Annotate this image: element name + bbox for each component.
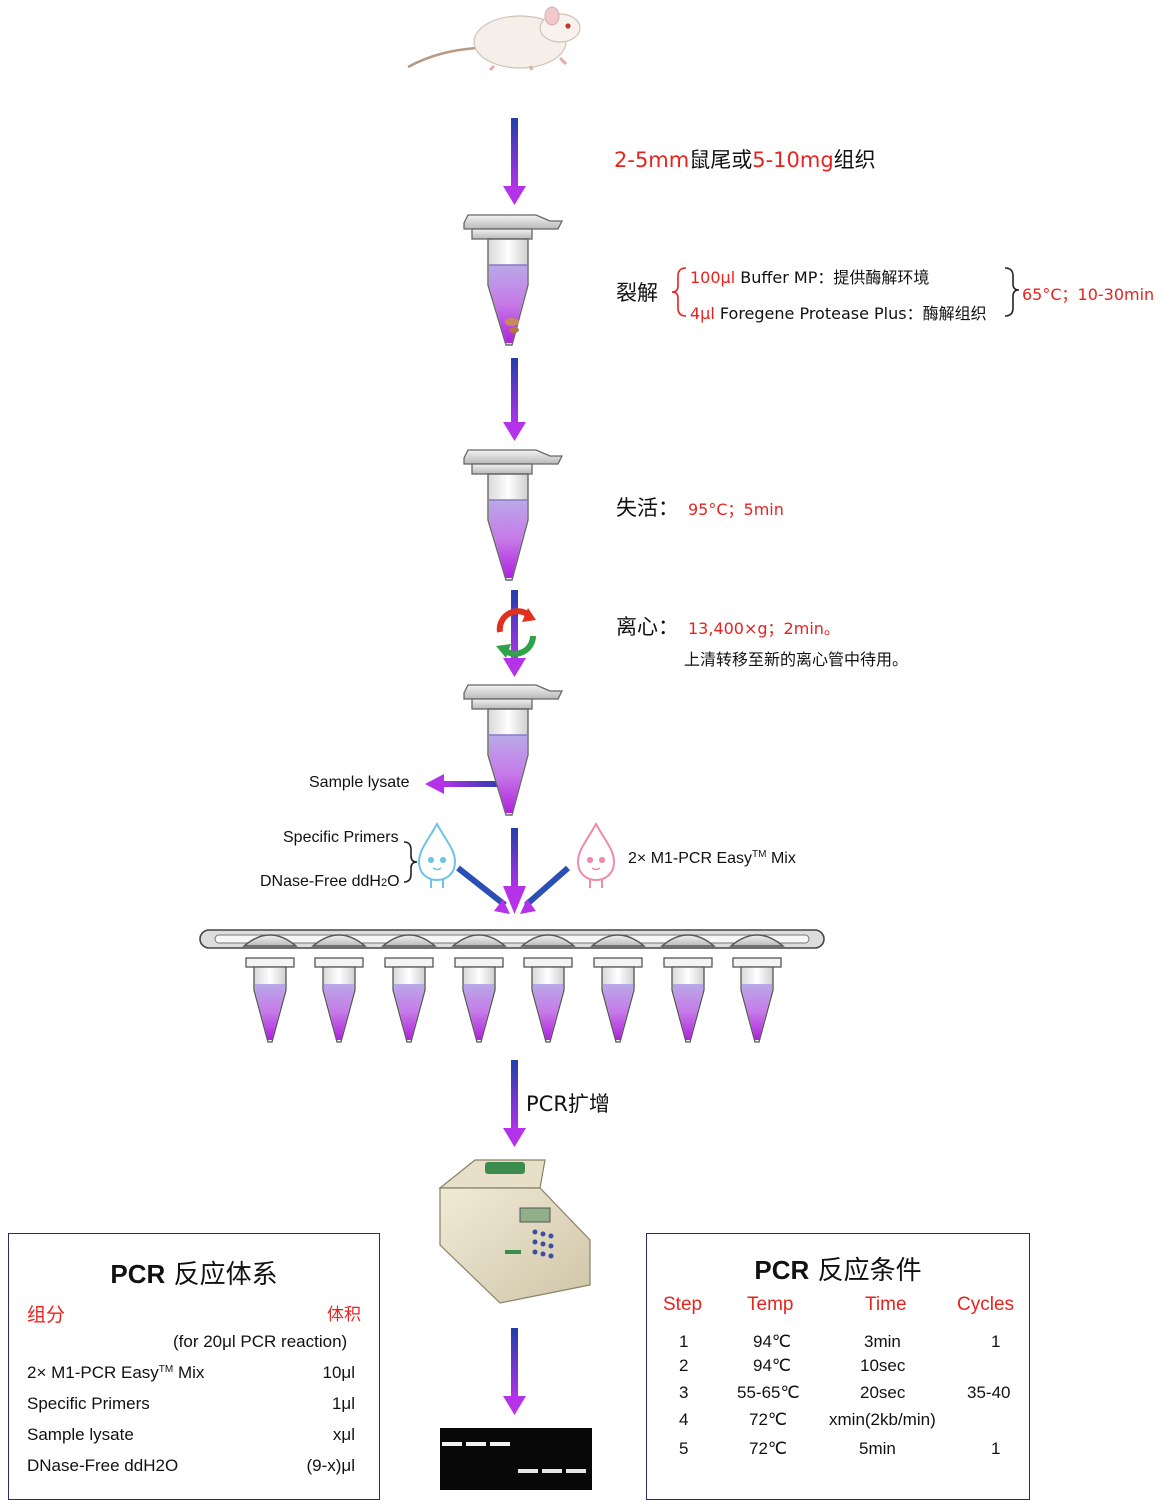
- inactivation-condition: 95°C；5min: [688, 500, 784, 519]
- lysis-line-1: 100μl Buffer MP：提供酶解环境: [690, 264, 929, 288]
- tissue-mass: 5-10mg: [752, 148, 834, 172]
- reagent-mix-post: Mix: [766, 850, 796, 867]
- conditions-title-bold: PCR: [754, 1255, 810, 1285]
- reaction-row-1-volume: 10μl: [322, 1363, 355, 1382]
- droplet-primers-icon: [418, 823, 456, 889]
- cond-4-temp: 72℃: [749, 1410, 788, 1429]
- conditions-title-rest: 反应条件: [809, 1256, 922, 1286]
- cond-1-cycles: 1: [991, 1332, 1001, 1351]
- gel-image: [440, 1428, 592, 1490]
- reaction-system-box: PCR 反应体系 组分 体积 (for 20μl PCR reaction) 2…: [8, 1233, 380, 1500]
- component-header: 组分: [27, 1304, 66, 1326]
- header-temp: Temp: [747, 1294, 794, 1315]
- reaction-row-1-name: 2× M1-PCR EasyTM Mix: [27, 1363, 204, 1383]
- buffer-amount: 100μl: [690, 268, 736, 287]
- centrifuge-condition: 13,400×g；2min。: [688, 619, 840, 638]
- cond-2-temp: 94℃: [753, 1356, 792, 1375]
- tissue-or: 鼠尾或: [689, 148, 753, 172]
- cond-3-temp: 55-65℃: [737, 1383, 800, 1402]
- volume-header: 体积: [327, 1305, 361, 1325]
- reaction-row-4-name: DNase-Free ddH2O: [27, 1456, 178, 1476]
- reagent-mix-sup: TM: [752, 849, 767, 860]
- header-cycles: Cycles: [957, 1294, 1015, 1315]
- reaction-conditions-box: PCR 反应条件 Step Temp Time Cycles 1 94℃ 3mi…: [646, 1233, 1030, 1500]
- reagent-water-text: DNase-Free ddH: [260, 873, 381, 890]
- cond-5-cycles: 1: [991, 1439, 1001, 1458]
- reaction-box-title: PCR 反应体系: [9, 1254, 379, 1291]
- reagent-primers: Specific Primers: [283, 829, 399, 846]
- cond-3-time: 20sec: [860, 1383, 906, 1402]
- lysis-label: 裂解: [616, 281, 658, 305]
- tissue-description: 2-5mm鼠尾或5-10mg组织: [614, 144, 876, 174]
- reaction-row-3-volume: xμl: [332, 1425, 355, 1444]
- mouse-illustration: [407, 6, 581, 72]
- tube-supernatant: [463, 684, 563, 816]
- cond-3-cycles: 35-40: [967, 1383, 1011, 1402]
- reaction-title-rest: 反应体系: [165, 1260, 278, 1290]
- reaction-row-2-name: Specific Primers: [27, 1394, 150, 1413]
- cond-5-step: 5: [679, 1439, 689, 1458]
- tube-inactivation: [463, 449, 563, 581]
- reaction-row-4-volume: (9-x)μl: [306, 1456, 355, 1475]
- tissue-length: 2-5mm: [614, 148, 690, 172]
- protease-text: Foregene Protease Plus：酶解组织: [714, 304, 987, 323]
- cond-5-temp: 72℃: [749, 1439, 788, 1458]
- cond-4-step: 4: [679, 1410, 689, 1429]
- cond-2-step: 2: [679, 1356, 689, 1375]
- thermal-cycler: [438, 1159, 591, 1304]
- sample-lysate-label: Sample lysate: [309, 774, 410, 791]
- reaction-row-1-sup: TM: [158, 1364, 174, 1375]
- reagent-mix-pre: 2× M1-PCR Easy: [628, 850, 753, 867]
- centrifuge-label: 离心：: [616, 615, 679, 639]
- reaction-row-2-volume: 1μl: [331, 1394, 355, 1413]
- reaction-row-1-post: Mix: [173, 1363, 205, 1382]
- inactivation-label: 失活：: [616, 496, 679, 520]
- cond-3-step: 3: [679, 1383, 689, 1402]
- reaction-title-bold: PCR: [110, 1259, 166, 1289]
- pcr-amplification-label: PCR扩增: [526, 1092, 610, 1116]
- cond-5-time: 5min: [859, 1439, 896, 1458]
- conditions-box-title: PCR 反应条件: [647, 1250, 1029, 1287]
- protease-amount: 4μl: [690, 304, 715, 323]
- cond-1-time: 3min: [864, 1332, 901, 1351]
- reaction-row-1-text: 2× M1-PCR Easy: [27, 1363, 159, 1382]
- reagent-water-sub: 2: [380, 877, 388, 889]
- cond-2-time: 10sec: [860, 1356, 906, 1375]
- cond-1-temp: 94℃: [753, 1332, 792, 1351]
- flow-arrows: [425, 118, 570, 1415]
- reagent-water: DNase-Free ddH2O: [260, 873, 400, 891]
- reaction-row-4-sub: 2O: [155, 1456, 179, 1475]
- cond-4-time: xmin(2kb/min): [829, 1410, 936, 1429]
- reaction-row-3-name: Sample lysate: [27, 1425, 134, 1444]
- cond-1-step: 1: [679, 1332, 689, 1351]
- header-step: Step: [663, 1294, 703, 1315]
- reagent-water-end: O: [387, 873, 400, 890]
- reagent-mix: 2× M1-PCR EasyTM Mix: [628, 849, 796, 868]
- lysis-line-2: 4μl Foregene Protease Plus：酶解组织: [690, 300, 987, 324]
- reaction-row-4-text: DNase-Free ddH: [27, 1456, 156, 1475]
- lysis-condition: 65°C；10-30min: [1022, 285, 1155, 304]
- header-time: Time: [865, 1294, 907, 1315]
- tissue-pellet: [505, 318, 519, 333]
- tissue-word: 组织: [833, 148, 876, 172]
- reaction-note: (for 20μl PCR reaction): [173, 1332, 348, 1351]
- droplet-mix-icon: [577, 823, 615, 889]
- centrifuge-note: 上清转移至新的离心管中待用。: [684, 650, 909, 669]
- buffer-text: Buffer MP：提供酶解环境: [735, 268, 930, 287]
- pcr-tube-strip: [199, 929, 825, 1043]
- centrifuge-icon: [496, 608, 536, 658]
